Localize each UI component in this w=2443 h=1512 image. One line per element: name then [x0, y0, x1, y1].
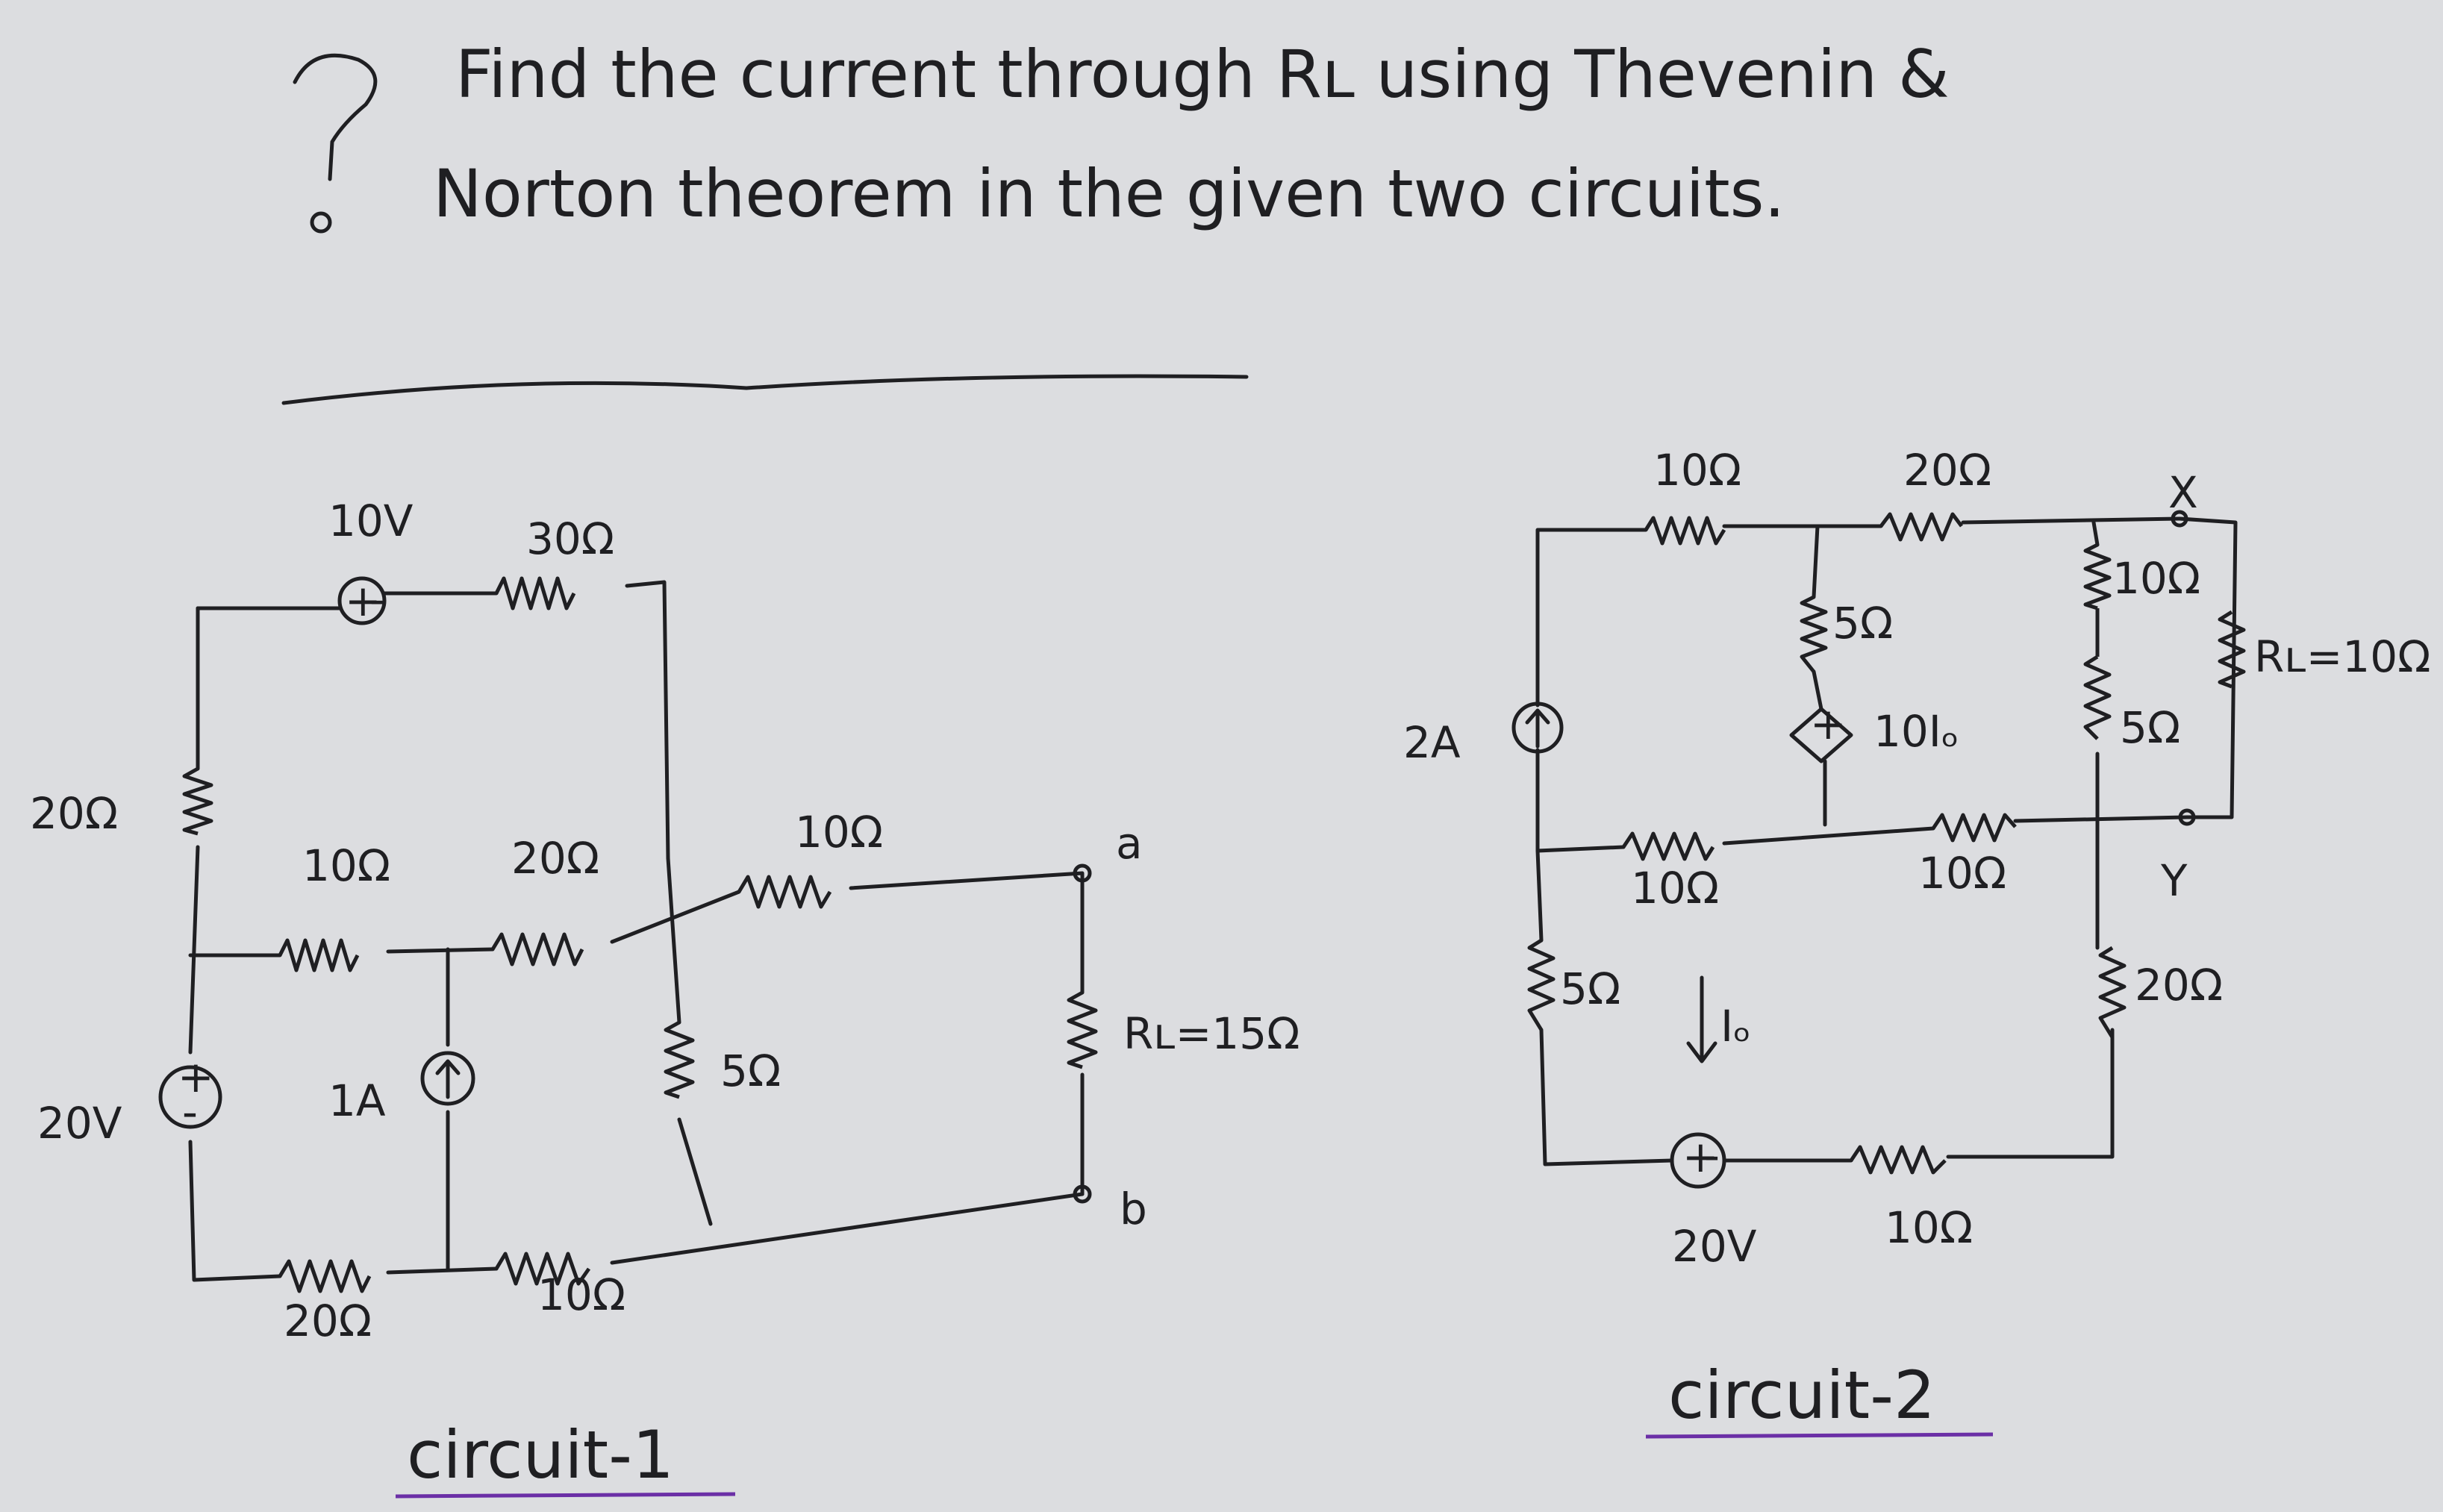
c2-label-20v: 20V	[1672, 1221, 1757, 1272]
c2-resistor-rl	[2218, 610, 2246, 689]
c1-resistor-10-a	[278, 938, 360, 972]
c2-label-2a: 2A	[1403, 717, 1461, 768]
question-mark-icon	[293, 53, 378, 234]
c1-caption: circuit-1	[407, 1416, 674, 1493]
c2-resistor-10-mid-right	[1931, 813, 2017, 843]
svg-text:+: +	[178, 1052, 214, 1102]
c2-resistor-10-top	[1644, 516, 1726, 546]
divider-line	[281, 374, 1249, 405]
c2-resistor-10-bottom	[1849, 1145, 1947, 1175]
c1-voltage-source-10v: + -	[337, 574, 387, 626]
c1-resistor-30	[494, 576, 576, 610]
circuit-2: + + - 10Ω 20Ω X 5Ω 10Ω Rʟ=10Ω 2A 10Iₒ 5Ω…	[1403, 445, 2430, 1439]
c1-resistor-20-mid	[490, 932, 584, 966]
c2-label-5-vert: 5Ω	[1832, 598, 1893, 649]
c1-label-1a: 1A	[328, 1075, 386, 1126]
c1-resistor-rl	[1067, 990, 1098, 1069]
c2-resistor-10-vert	[2083, 543, 2112, 610]
svg-text:+: +	[1810, 699, 1847, 749]
c2-label-node-y: Y	[2160, 855, 2188, 906]
c2-current-arrow-io	[1686, 975, 1717, 1063]
c2-resistor-5-left	[1527, 938, 1556, 1031]
c2-label-dep-src: 10Iₒ	[1873, 706, 1959, 757]
c1-label-10-bottom: 10Ω	[537, 1269, 625, 1320]
c2-resistor-5-right	[2083, 655, 2112, 740]
c1-label-20-mid: 20Ω	[511, 833, 599, 884]
c1-resistor-20-bottom	[278, 1259, 372, 1293]
svg-text:-: -	[182, 1087, 198, 1137]
c1-label-5: 5Ω	[720, 1046, 781, 1096]
c2-caption-underline	[1645, 1432, 1994, 1439]
c1-label-30: 30Ω	[526, 513, 614, 564]
c1-resistor-10-bottom	[494, 1252, 591, 1286]
c1-caption-underline	[395, 1492, 736, 1499]
c2-resistor-10-mid-left	[1621, 831, 1715, 861]
c2-label-10-top: 10Ω	[1653, 445, 1741, 496]
c1-resistor-20-left	[182, 766, 213, 836]
c1-label-10-right: 10Ω	[795, 807, 883, 857]
c1-label-node-a: a	[1116, 818, 1143, 869]
c1-current-source-1a	[420, 1051, 475, 1106]
c2-resistor-5-vert	[1800, 595, 1828, 673]
c2-label-10-mid-left: 10Ω	[1631, 863, 1719, 913]
c2-label-20-right: 20Ω	[2135, 960, 2223, 1010]
c1-label-20-left: 20Ω	[30, 788, 118, 839]
c1-label-rl: Rʟ=15Ω	[1123, 1008, 1299, 1059]
c2-label-10-vert: 10Ω	[2112, 553, 2200, 604]
c2-label-node-x: X	[2168, 467, 2198, 518]
c1-node-b	[1073, 1184, 1092, 1204]
svg-text:-: -	[1704, 1130, 1720, 1181]
c2-label-io: Iₒ	[1720, 1001, 1751, 1052]
c2-label-10-mid-right: 10Ω	[1918, 848, 2006, 899]
c1-voltage-source-20v: + -	[158, 1052, 222, 1137]
c1-label-10v: 10V	[328, 496, 414, 546]
svg-text:+: +	[345, 575, 381, 626]
svg-text:+: +	[1682, 1131, 1719, 1182]
c1-node-a	[1073, 863, 1092, 883]
c2-dependent-source: +	[1789, 699, 1853, 763]
c2-label-5-right: 5Ω	[2120, 702, 2180, 753]
svg-text:-: -	[369, 574, 385, 625]
question-line-1: Find the current through Rʟ using Theven…	[455, 36, 1950, 113]
c2-label-5-left: 5Ω	[1560, 963, 1620, 1014]
c2-caption: circuit-2	[1668, 1357, 1935, 1434]
c2-resistor-20-top	[1879, 512, 1963, 542]
c1-resistor-5	[664, 1020, 695, 1099]
c2-node-x	[2171, 510, 2188, 528]
c2-resistor-20-right	[2098, 946, 2127, 1039]
question-line-2: Norton theorem in the given two circuits…	[433, 155, 1785, 232]
c2-current-source-2a	[1511, 702, 1564, 754]
c2-node-y	[2178, 808, 2196, 826]
c2-voltage-source-20v: + -	[1670, 1130, 1726, 1189]
c1-label-10-a: 10Ω	[302, 840, 390, 891]
c2-label-rl: Rʟ=10Ω	[2254, 631, 2430, 682]
c1-label-20-bottom: 20Ω	[284, 1296, 372, 1346]
circuit-1: + - + - 10V 30Ω 20Ω 10Ω 20Ω 10Ω a 20V 1A…	[30, 496, 1299, 1499]
c1-resistor-10-right	[737, 875, 832, 909]
c2-label-20-top: 20Ω	[1903, 445, 1991, 496]
c1-label-20v: 20V	[37, 1098, 122, 1149]
c1-label-node-b: b	[1120, 1184, 1147, 1234]
c2-label-10-bottom: 10Ω	[1885, 1202, 1973, 1253]
